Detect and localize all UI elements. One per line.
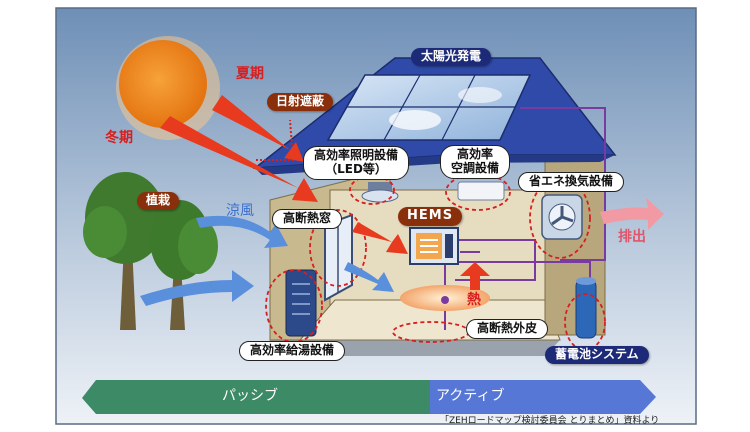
window-illustration [324, 213, 353, 302]
solar-panel [326, 74, 532, 141]
heat-label: 熱 [467, 292, 481, 308]
hems-panel [409, 227, 459, 265]
sun [119, 40, 207, 128]
active-band [430, 380, 656, 414]
roof-eave [255, 155, 615, 175]
planting-label: 植栽 [137, 192, 180, 210]
aircon-unit [457, 181, 505, 201]
water-heater-label: 高効率給湯設備 [239, 341, 346, 361]
shading-label: 日射遮蔽 [267, 93, 334, 111]
battery-unit [575, 277, 597, 339]
active-label: アクティブ [436, 388, 505, 404]
window-label: 高断熱窓 [272, 209, 343, 229]
ventilation-unit [541, 194, 583, 240]
source-credit: 「ZEHロードマップ検討委員会 とりまとめ」資料より [440, 416, 660, 426]
exhaust-arrow [600, 198, 664, 230]
water-heater [285, 269, 317, 337]
breeze-arrows [140, 215, 394, 306]
shading-line [256, 119, 295, 161]
summer-label: 夏期 [236, 66, 264, 82]
winter-label: 冬期 [105, 130, 133, 146]
ventilation-label: 省エネ換気設備 [518, 172, 625, 192]
breeze-label: 涼風 [226, 203, 254, 219]
envelope-label: 高断熱外皮 [466, 319, 549, 339]
solar-label: 太陽光発電 [411, 48, 492, 66]
passive-label: パッシブ [222, 388, 278, 404]
hems-label: HEMS [398, 207, 463, 226]
exhaust-label: 排出 [618, 229, 646, 245]
frame [55, 7, 697, 425]
battery-label: 蓄電池システム [545, 346, 649, 364]
sun-rays [160, 95, 408, 254]
heat-up-arrow [460, 262, 490, 290]
lighting-label: 高効率照明設備 （LED等） [303, 146, 410, 180]
aircon-label: 高効率 空調設備 [440, 145, 511, 179]
passive-band [82, 380, 430, 414]
